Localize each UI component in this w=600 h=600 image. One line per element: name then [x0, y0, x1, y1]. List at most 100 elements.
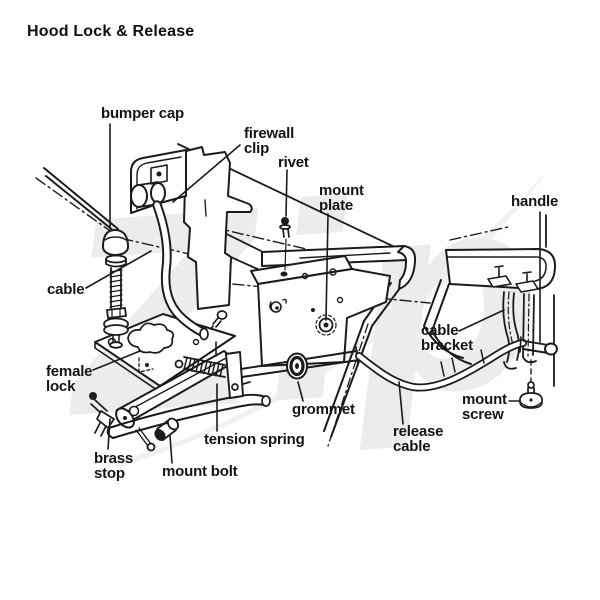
- rivet-hole-dot: [280, 271, 288, 277]
- rivet-shank: [282, 228, 290, 238]
- strap-b-foot: [522, 356, 537, 364]
- leader-lines: [85, 123, 541, 464]
- bumper-cap-part: [102, 229, 129, 349]
- channel-leg: [323, 320, 373, 438]
- label-text: cable: [47, 281, 85, 298]
- release-lever-bottom: [112, 403, 265, 439]
- small-screw-part: [210, 310, 228, 330]
- label-text: firewall: [244, 125, 295, 142]
- label-text: mount: [319, 182, 364, 199]
- handle-collar: [519, 336, 522, 353]
- label-text: bracket: [421, 336, 473, 354]
- grommet-part: [286, 352, 308, 380]
- plate-hole-1: [301, 272, 309, 280]
- clip-pin-2: [522, 271, 532, 283]
- label-text: grommet: [292, 401, 355, 418]
- strap-a-foot: [503, 361, 517, 370]
- label-mount-bolt: mount bolt: [162, 463, 238, 480]
- hood-rail-edge-2: [45, 175, 121, 237]
- grommet-ring: [289, 355, 305, 377]
- bumper-cap-dome: [102, 229, 129, 256]
- label-text: cable: [393, 437, 431, 455]
- lever-arm-inner: [125, 356, 229, 413]
- firewall-panel: [183, 146, 253, 310]
- cable-core: [154, 202, 205, 335]
- frame-channel: [261, 245, 417, 447]
- label-text: mount: [462, 391, 507, 408]
- cable-sleeve-1: [130, 184, 148, 208]
- cable-end-fitting: [199, 327, 209, 341]
- rivet-flange: [279, 224, 291, 230]
- leader-brass-stop: [107, 418, 111, 450]
- spring-coils: [183, 356, 224, 378]
- mount-plate-face: [257, 268, 391, 367]
- label-text: brass: [94, 450, 134, 467]
- lock-hole-2: [192, 338, 200, 346]
- channel-leg-centerline: [327, 323, 369, 447]
- plate-fastener-center: [323, 322, 329, 328]
- small-screw-shank: [210, 317, 222, 330]
- bumper-cap-inner: [104, 236, 127, 241]
- strap-a-left: [502, 291, 510, 363]
- label-text: cable: [421, 322, 459, 339]
- handle-part: [519, 336, 558, 356]
- clip-hole: [156, 171, 162, 177]
- leader-firewall-clip: [172, 144, 241, 203]
- bracket-bottom-curve: [423, 325, 472, 365]
- label-text: bumper cap: [101, 105, 185, 122]
- cable-collars: [440, 349, 485, 377]
- handle-cap: [544, 342, 558, 356]
- plate-hole-2: [329, 268, 337, 276]
- grommet-hole: [295, 363, 299, 369]
- rivet-part: [279, 217, 291, 277]
- lever-pivot: [128, 405, 140, 417]
- bracket-left-leg: [423, 279, 450, 332]
- page-title: Hood Lock & Release: [27, 23, 195, 40]
- strap-a-right: [512, 292, 520, 361]
- release-lever-end: [106, 427, 114, 439]
- leader-mount-plate: [325, 213, 329, 321]
- mount-screw-dot: [529, 398, 533, 402]
- lock-dashed-detail: [138, 357, 154, 373]
- label-text: lock: [46, 377, 76, 395]
- needle-pin: [135, 427, 152, 447]
- label-text: release: [393, 423, 444, 440]
- lock-dot: [145, 363, 149, 367]
- label-text: mount bolt: [162, 463, 238, 480]
- spring-hook: [174, 359, 184, 369]
- leader-rivet: [285, 169, 288, 217]
- strap-a-centerline: [507, 291, 514, 346]
- label-text: tension spring: [204, 431, 305, 448]
- label-text: stop: [94, 464, 125, 482]
- label-text: plate: [319, 196, 354, 214]
- release-cable-core: [356, 340, 526, 390]
- rivet-guide-line: [284, 238, 287, 271]
- plate-clip-dot: [275, 306, 279, 310]
- mount-bolt-head: [154, 429, 166, 441]
- label-text: rivet: [278, 154, 309, 171]
- washer-top: [105, 254, 127, 264]
- hood-rail-centerline: [35, 177, 199, 257]
- label-tension-spring: tension spring: [204, 431, 305, 448]
- plate-hole-4: [336, 296, 344, 304]
- stem-base: [109, 341, 123, 349]
- cable-sleeve-2: [150, 182, 166, 204]
- leader-grommet: [297, 381, 304, 402]
- firewall-outline: [183, 146, 253, 310]
- clip-pin-1: [494, 265, 504, 278]
- leader-release-cable: [398, 381, 404, 425]
- release-cable-part: [355, 339, 527, 392]
- firewall-clip-part: [130, 149, 187, 214]
- anchor-hole: [231, 383, 239, 391]
- leader-mount-bolt: [169, 435, 173, 464]
- label-text: female: [46, 363, 93, 380]
- lever-foot-dot: [123, 416, 127, 420]
- hood-rail-edge-1: [43, 167, 119, 230]
- leader-female-lock: [92, 350, 141, 371]
- release-lever-top: [108, 393, 266, 429]
